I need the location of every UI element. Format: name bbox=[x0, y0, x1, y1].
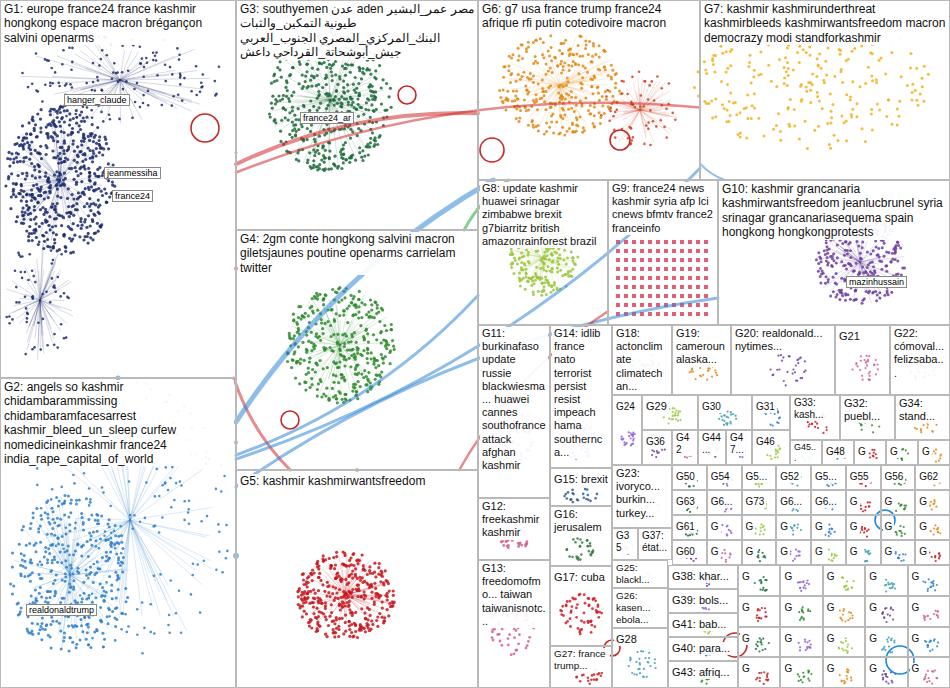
network-graph: G1: europe france24 france kashmir hongk… bbox=[0, 0, 950, 688]
